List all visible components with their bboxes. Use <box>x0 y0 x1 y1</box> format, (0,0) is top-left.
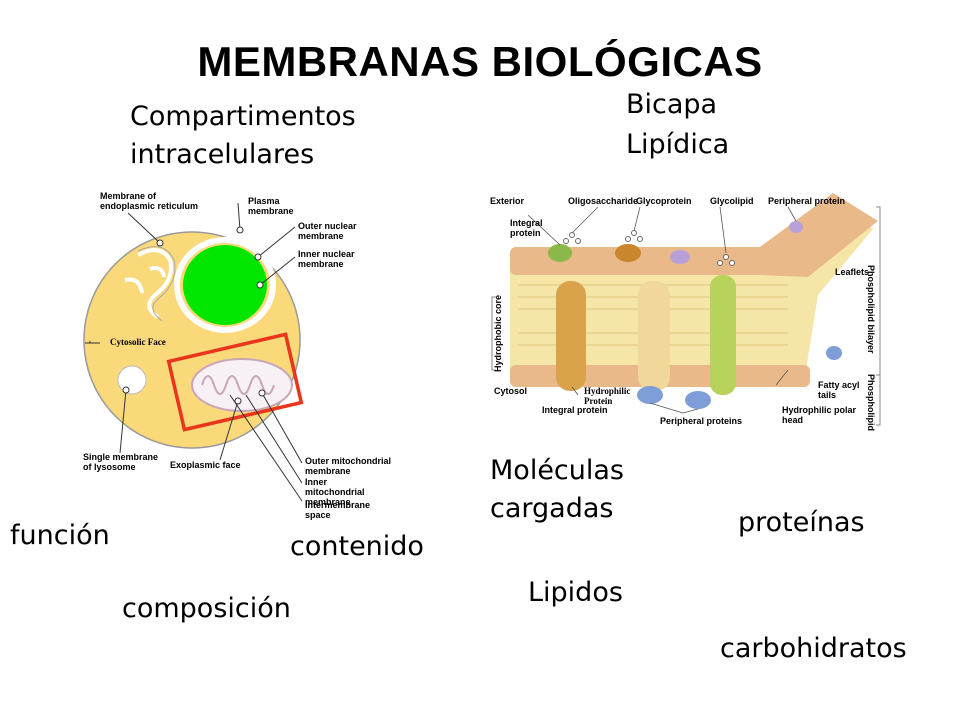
integral-protein-orange <box>556 281 586 391</box>
integral-protein-light <box>638 281 670 391</box>
peripheral-protein-3 <box>826 346 842 360</box>
peripheral-protein-top <box>789 221 803 233</box>
label-phospholipid-bilayer: Phospholipid bilayer <box>866 265 876 354</box>
right-heading-line2: Lipídica <box>626 129 730 160</box>
label-cytosolic: Cytosolic Face <box>110 337 166 347</box>
label-outer-mito: Outer mitochondrial membrane <box>305 456 392 476</box>
label-exoplasmic: Exoplasmic face <box>170 460 241 470</box>
keyword-proteinas: proteínas <box>738 507 865 538</box>
page-title: MEMBRANAS BIOLÓGICAS <box>197 38 763 85</box>
label-peripheral-proteins: Peripheral proteins <box>660 416 743 426</box>
bilayer-brackets <box>491 206 881 426</box>
highlight-box <box>166 332 304 432</box>
label-outer-nuclear: Outer nuclear membrane <box>298 221 357 241</box>
mitochondrial-cristae <box>201 375 275 395</box>
bilayer-leader-lines <box>527 206 797 414</box>
outer-head-row <box>510 247 768 275</box>
peripheral-protein-1 <box>637 386 663 404</box>
label-glycolipid: Glycolipid <box>710 196 754 206</box>
label-fatty-acyl: Fatty acyl tails <box>818 380 860 400</box>
keyword-funcion: función <box>10 520 110 551</box>
right-heading-line1: Bicapa <box>626 89 718 120</box>
label-oligosaccharide: Oligosaccharide <box>568 196 639 206</box>
keyword-composicion: composición <box>122 593 291 624</box>
outer-head-leaflet <box>760 193 878 277</box>
cell-leader-lines <box>85 202 303 502</box>
integral-protein-green <box>710 275 736 395</box>
label-hydrophobic-core: Hydrophobic core <box>493 294 503 372</box>
label-lysosome: Single membrane of lysosome <box>83 452 159 472</box>
label-inner-mito: Inner mitochondrial membrane <box>305 477 365 507</box>
glycoprotein-knob <box>615 244 641 262</box>
endoplasmic-reticulum <box>124 248 173 319</box>
label-cytosol: Cytosol <box>494 386 528 396</box>
label-er: Membrane of endoplasmic reticulum <box>100 191 199 211</box>
integral-protein-top-green <box>548 244 572 262</box>
keyword-moleculas-line2: cargadas <box>490 493 614 524</box>
label-hydrophilic-head: Hydrophilic polar head <box>782 405 857 425</box>
left-heading-line2: intracelulares <box>130 139 315 170</box>
label-exterior: Exterior <box>490 196 525 206</box>
keyword-moleculas: Moléculas cargadas <box>490 452 624 528</box>
left-heading-line1: Compartimentos <box>130 101 356 132</box>
keyword-lipidos: Lipidos <box>528 577 623 608</box>
label-glycoprotein: Glycoprotein <box>636 196 692 206</box>
label-inner-nuclear: Inner nuclear membrane <box>298 249 355 269</box>
oligosaccharide-chains <box>563 230 735 266</box>
label-leaflets: Leaflets <box>835 267 870 277</box>
right-heading: Bicapa Lipídica <box>626 86 729 164</box>
label-phospholipid: Phospholipid <box>866 374 876 431</box>
label-peripheral-protein: Peripheral protein <box>768 196 846 206</box>
nucleus <box>183 245 267 325</box>
left-heading: Compartimentos intracelulares <box>130 98 356 174</box>
label-intermembrane: Intermembrane space <box>305 500 371 520</box>
keyword-carbohidratos: carbohidratos <box>720 633 907 664</box>
mitochondrion <box>191 358 293 412</box>
purple-protein <box>670 250 690 264</box>
peripheral-protein-2 <box>685 391 711 409</box>
label-plasma: Plasma membrane <box>248 196 294 216</box>
lysosome <box>117 365 147 395</box>
label-integral-protein-bottom: Integral protein <box>542 405 608 415</box>
nuclear-envelope <box>174 237 276 333</box>
keyword-moleculas-line1: Moléculas <box>490 455 624 486</box>
keyword-contenido: contenido <box>290 531 424 562</box>
label-integral-protein-top: Integral protein <box>510 218 543 238</box>
bilayer-diagram <box>491 193 881 426</box>
bilayer-tails <box>510 205 873 370</box>
cell-diagram <box>83 202 304 502</box>
endoplasmic-reticulum-outline <box>137 246 176 322</box>
label-hydrophilic-protein: Hydrophilic Protein <box>584 386 631 406</box>
